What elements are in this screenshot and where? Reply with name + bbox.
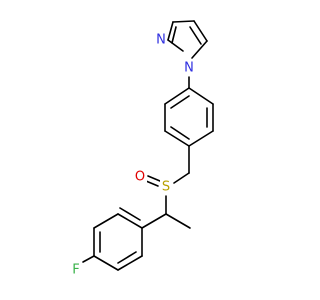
bond <box>82 255 95 263</box>
upper-phenyl-ring <box>164 87 214 147</box>
bond <box>145 180 159 187</box>
atom-n1: N <box>183 60 196 76</box>
bond <box>172 20 195 23</box>
atom-label-n1: N <box>184 61 194 76</box>
pyrazole-ring <box>167 20 208 59</box>
molecule-structure-diagram: N N S O F <box>70 20 214 278</box>
bond <box>191 40 208 59</box>
bond <box>147 175 161 182</box>
atom-label-f: F <box>72 263 79 278</box>
bond <box>164 87 190 105</box>
atom-label-o: O <box>135 170 145 185</box>
atom-label-n2: N <box>156 33 166 48</box>
bond <box>188 130 214 147</box>
atom-n2: N <box>155 32 167 48</box>
bond <box>164 130 190 147</box>
bond <box>189 26 202 45</box>
bond <box>170 126 190 140</box>
bond <box>171 26 177 44</box>
bond <box>167 39 184 52</box>
bond <box>141 213 167 229</box>
bond <box>117 255 143 271</box>
atom-label-s: S <box>162 180 170 195</box>
bond <box>93 255 119 271</box>
bond <box>188 87 214 105</box>
bond <box>170 95 190 109</box>
bond <box>167 21 174 41</box>
bond <box>119 207 141 221</box>
bond <box>93 213 119 229</box>
bond <box>117 213 143 229</box>
atom-s: S <box>160 179 172 195</box>
bond <box>117 251 137 264</box>
atom-f: F <box>70 262 82 278</box>
atom-o: O <box>134 169 147 185</box>
bond <box>193 20 208 42</box>
bond <box>173 172 190 184</box>
bond <box>165 213 191 229</box>
lower-phenyl-ring <box>93 207 143 271</box>
